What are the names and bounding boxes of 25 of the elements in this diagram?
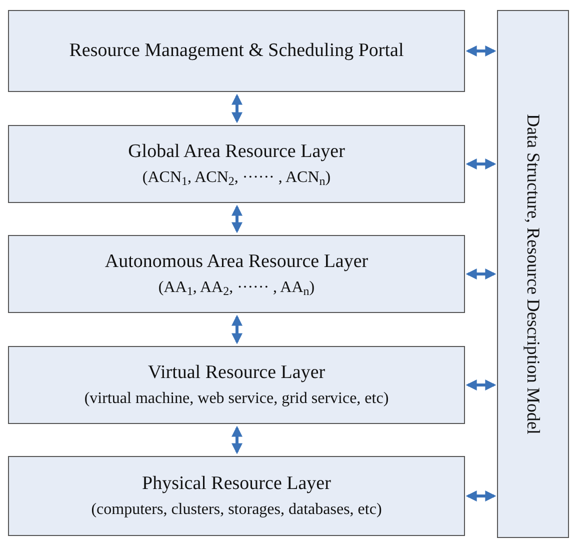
double-arrow xyxy=(466,268,496,280)
layer-box xyxy=(8,235,465,313)
layer-title: Virtual Resource Layer xyxy=(148,361,326,385)
double-arrow xyxy=(232,94,242,124)
double-arrow xyxy=(232,314,242,344)
layer-title: Physical Resource Layer xyxy=(142,472,331,496)
layer-title: Autonomous Area Resource Layer xyxy=(104,250,368,274)
layer-members: (virtual machine, web service, grid service, etc) xyxy=(84,388,389,409)
double-arrow xyxy=(466,490,496,502)
layer-title: Resource Management & Scheduling Portal xyxy=(69,39,404,63)
side-panel xyxy=(497,10,569,538)
double-arrow xyxy=(232,426,242,454)
layer-members: (AA$_{1}$, AA$_{2}$, ······ , AA$_{n}$) xyxy=(158,278,315,298)
layer-title: Global Area Resource Layer xyxy=(128,140,345,164)
layer-members: (ACN$_{1}$, ACN$_{2}$, ······ , ACN$_{n}$) xyxy=(142,168,331,188)
layer-title: Data Structure, Resource Description Model xyxy=(522,114,544,434)
double-arrow xyxy=(466,46,496,56)
double-arrow xyxy=(232,204,242,234)
double-arrow xyxy=(466,380,496,390)
layer-box xyxy=(8,346,465,424)
layer-box xyxy=(8,10,465,92)
double-arrow xyxy=(466,158,496,170)
layer-box xyxy=(8,456,465,536)
layer-box xyxy=(8,125,465,203)
layer-members: (computers, clusters, storages, databases, etc) xyxy=(91,500,382,520)
